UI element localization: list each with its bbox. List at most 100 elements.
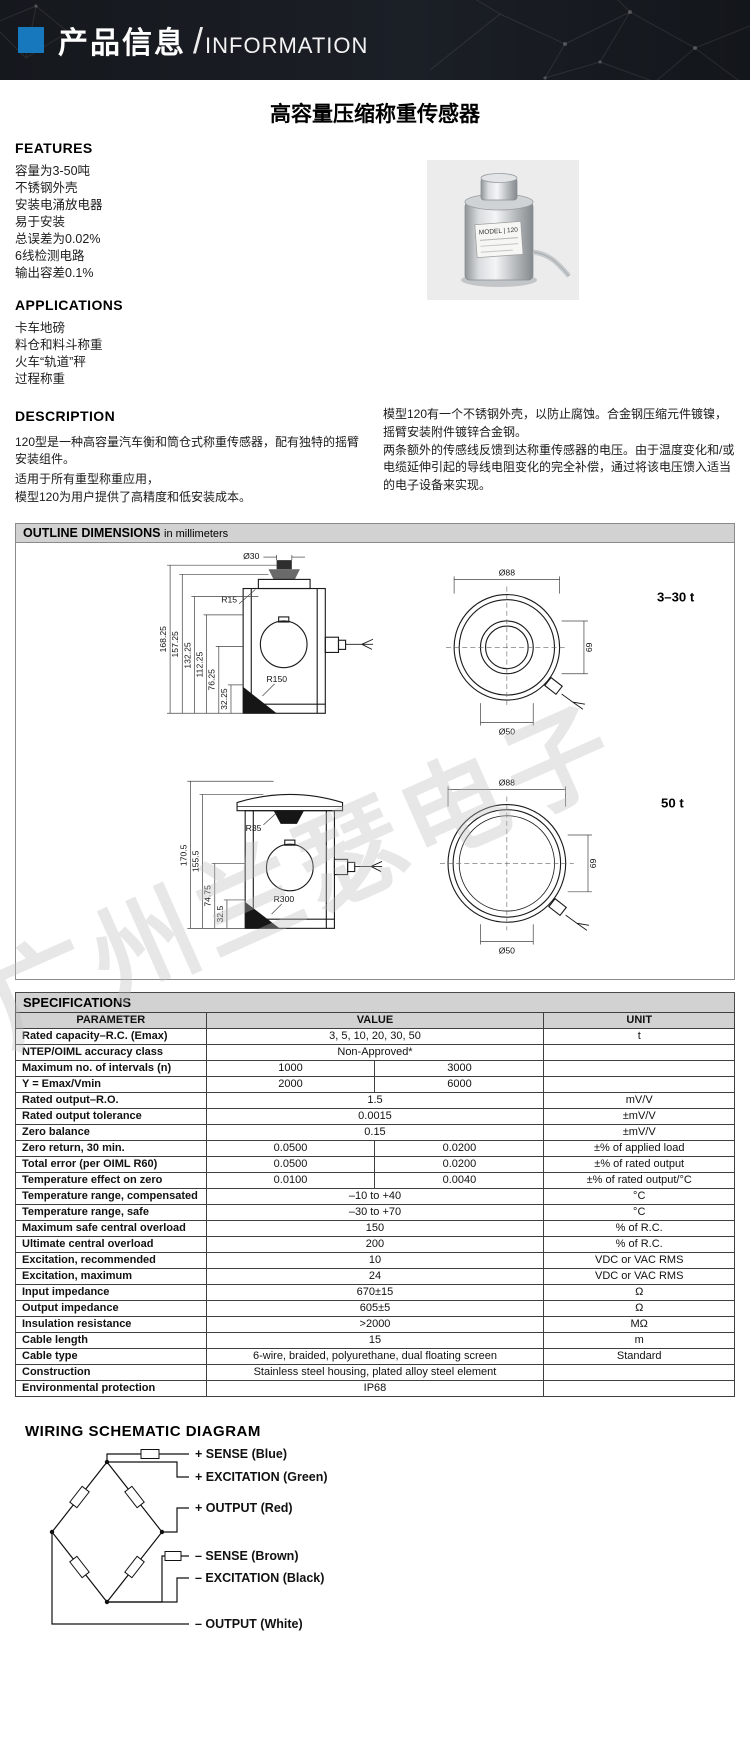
spec-unit: mV/V [543,1091,735,1109]
spec-param: NTEP/OIML accuracy class [15,1043,207,1061]
dim-label: 69 [584,642,594,652]
spec-value-high: 0.0200 [374,1155,545,1173]
spec-param: Rated output–R.O. [15,1091,207,1109]
description-heading: DESCRIPTION [15,408,116,424]
spec-value-low: 0.0500 [205,1139,376,1157]
spec-unit: t [543,1027,735,1045]
wire-label-sense-pos: + SENSE (Blue) [195,1447,287,1461]
spec-value: >2000 [205,1315,545,1333]
spec-value-high: 0.0040 [374,1171,545,1189]
spec-value-low: 2000 [205,1075,376,1093]
spec-value: 0.0015 [205,1107,545,1125]
spec-param: Excitation, recommended [15,1251,207,1269]
resistor [124,1485,145,1509]
spec-param: Environmental protection [15,1379,207,1397]
outline-drawing-3-30t: Ø30 R15 R150 168.25 157.25 132.25 112.25… [158,551,695,736]
features-list: 容量为3-50吨 不锈钢外壳 安装电涌放电器 易于安装 总误差为0.02% 6线… [15,163,735,282]
spec-param: Construction [15,1363,207,1381]
outline-dimensions-section: OUTLINE DIMENSIONS in millimeters [15,522,735,980]
spec-value: 6-wire, braided, polyurethane, dual floa… [205,1347,545,1365]
dim-label: 155.5 [191,850,201,872]
spec-param: Zero return, 30 min. [15,1139,207,1157]
specifications-table: PARAMETER VALUE UNIT Rated capacity–R.C.… [15,1011,735,1397]
spec-value: 15 [205,1331,545,1349]
spec-value: 200 [205,1235,545,1253]
resistor [69,1485,90,1509]
spec-unit [543,1075,735,1093]
application-item: 火车“轨道”秤 [15,355,86,369]
product-label: MODEL | 120 [479,227,519,237]
wire-label-output-neg: – OUTPUT (White) [195,1617,303,1631]
feature-item: 容量为3-50吨 [15,164,91,178]
spec-value-high: 0.0200 [374,1139,545,1157]
description-paragraph: 模型120有一个不锈钢外壳，以防止腐蚀。合金钢压缩元件镀镍，摇臂安装附件镀锌合金… [383,407,728,439]
header-title-en: INFORMATION [205,33,369,58]
spec-unit [543,1043,735,1061]
dim-label: Ø30 [243,551,259,561]
spec-value: 10 [205,1251,545,1269]
dim-label: 69 [588,858,598,868]
wire-label-sense-neg: – SENSE (Brown) [195,1549,299,1563]
feature-item: 易于安装 [15,215,66,229]
load-cell-photo: MODEL | 120 [427,160,579,300]
header-title-cn: 产品信息 [58,27,186,60]
spec-value: 605±5 [205,1299,545,1317]
spec-param: Temperature effect on zero [15,1171,207,1189]
dim-label: R35 [246,823,262,833]
brand-square-icon [18,27,44,53]
dim-label: Ø50 [499,726,515,736]
spec-unit: VDC or VAC RMS [543,1267,735,1285]
dim-label: Ø50 [499,945,515,955]
capacity-range-label: 50 t [661,795,684,810]
dim-label: 132.25 [182,642,192,669]
spec-value: IP68 [205,1379,545,1397]
spec-param: Insulation resistance [15,1315,207,1333]
outline-drawing-50t: 170.5 155.5 74.75 32.5 R35 R300 [178,777,684,955]
dim-label: R15 [221,594,237,604]
spec-unit: MΩ [543,1315,735,1333]
resistor [124,1555,145,1579]
spec-param: Zero balance [15,1123,207,1141]
description-paragraph: 120型是一种高容量汽车衡和筒仓式称重传感器，配有独特的摇臂安装组件。 [15,434,360,467]
description-paragraph: 两条额外的传感线反馈到达称重传感器的电压。由于温度变化和/或电缆延伸引起的导线电… [383,442,735,493]
resistor [140,1448,160,1459]
spec-unit: ±% of rated output [543,1155,735,1173]
spec-param: Rated capacity–R.C. (Emax) [15,1027,207,1045]
spec-unit: VDC or VAC RMS [543,1251,735,1269]
specifications-heading: SPECIFICATIONS [15,991,735,1012]
intro-section: FEATURES 容量为3-50吨 不锈钢外壳 安装电涌放电器 易于安装 总误差… [15,140,735,388]
page-header: 产品信息 / INFORMATION [0,0,750,80]
dim-label: 157.25 [170,631,180,658]
feature-item: 总误差为0.02% [15,232,101,246]
applications-list: 卡车地磅 料仓和料斗称重 火车“轨道”秤 过程称重 [15,320,735,388]
spec-param: Excitation, maximum [15,1267,207,1285]
outline-subheading: in millimeters [164,527,229,540]
outline-heading-bar: OUTLINE DIMENSIONS in millimeters [16,523,734,543]
dim-label: 170.5 [178,844,188,866]
spec-value-high: 3000 [374,1059,545,1077]
spec-param: Output impedance [15,1299,207,1317]
spec-header-row: PARAMETER VALUE UNIT [15,1011,735,1029]
wire-label-excitation-neg: – EXCITATION (Black) [195,1571,324,1585]
spec-param: Total error (per OIML R60) [15,1155,207,1173]
spec-value: 0.15 [205,1123,545,1141]
spec-unit: ±% of applied load [543,1139,735,1157]
dim-label: Ø88 [499,777,515,787]
datasheet-page: 产品信息 / INFORMATION 高容量压缩称重传感器 FEATURES 容… [0,0,750,1631]
spec-unit: % of R.C. [543,1219,735,1237]
spec-unit [543,1059,735,1077]
resistor [69,1555,90,1579]
